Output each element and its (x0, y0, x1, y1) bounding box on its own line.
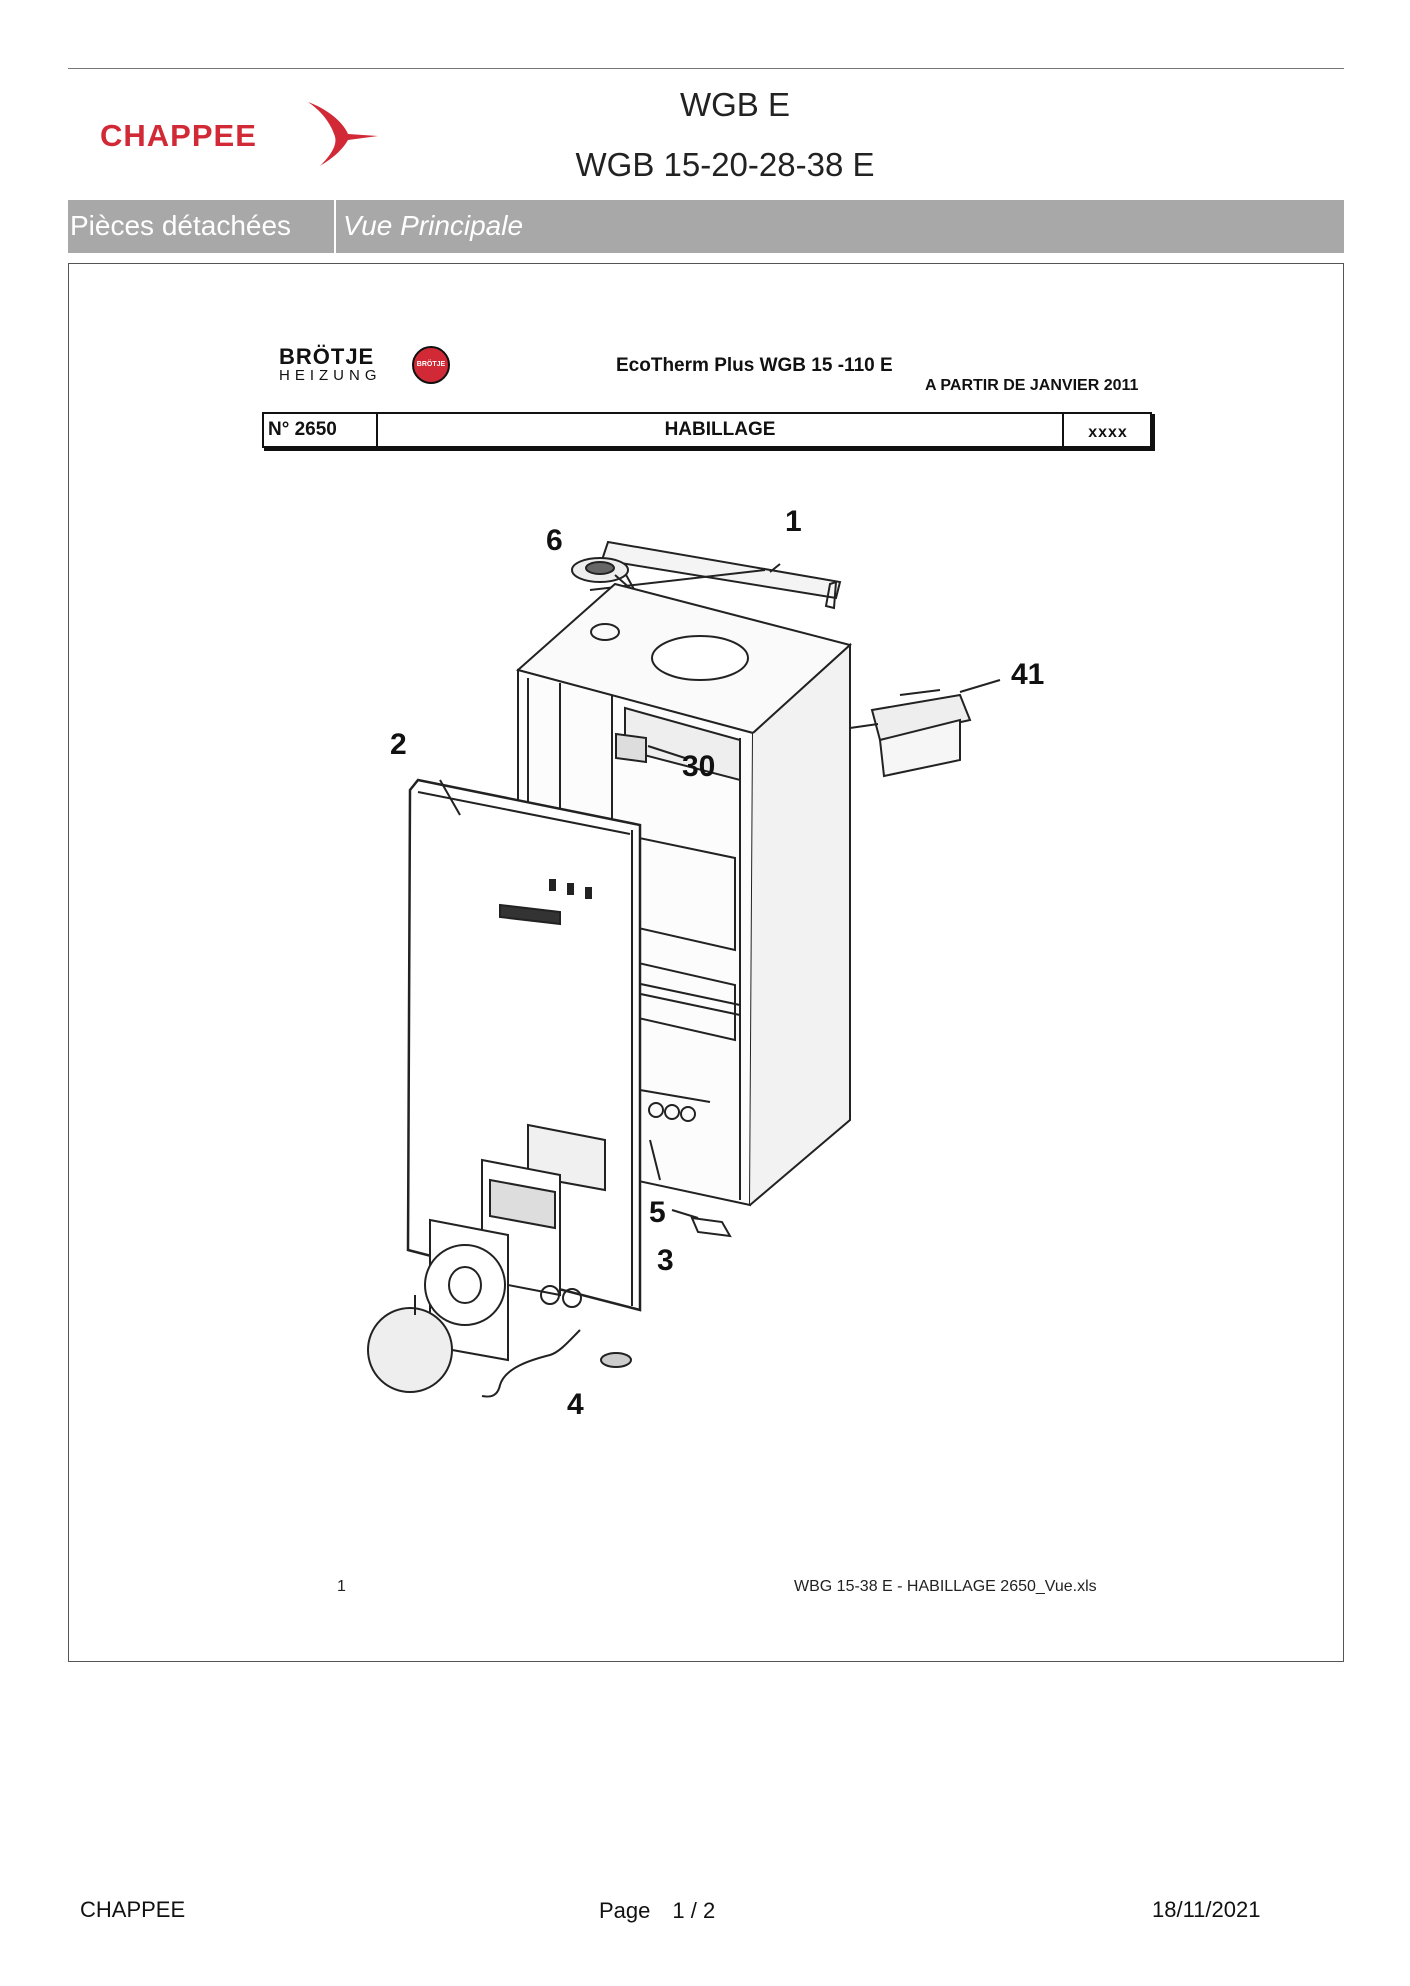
sheet-section-name: HABILLAGE (376, 414, 1064, 446)
callout-30: 30 (682, 750, 716, 783)
sheet-header-box: N° 2650 HABILLAGE xxxx (262, 412, 1152, 448)
brotje-logo: BRÖTJE HEIZUNG BRÖTJE (279, 346, 453, 388)
callout-3: 3 (657, 1244, 674, 1277)
footer-page-total: 2 (703, 1898, 716, 1923)
footer-date: 18/11/2021 (1152, 1897, 1261, 1922)
callout-6: 6 (546, 524, 563, 557)
callout-41: 41 (1011, 658, 1045, 691)
callout-4: 4 (567, 1388, 584, 1421)
document-frame (68, 263, 1344, 1662)
sheet-page-number: 1 (337, 1578, 346, 1595)
callout-2: 2 (390, 728, 407, 761)
callout-5: 5 (649, 1196, 666, 1229)
sheet-number: N° 2650 (268, 419, 337, 440)
exploded-view-drawing: 1 6 41 2 30 5 3 4 (260, 480, 1160, 1460)
logo-text: CHAPPEE (100, 118, 257, 153)
page-title-line2: WGB 15-20-28-38 E (575, 146, 875, 183)
brand-name: BRÖTJE (279, 344, 375, 369)
chappee-logo: CHAPPEE (100, 100, 380, 170)
page-title-line1: WGB E (679, 86, 790, 123)
brand-disc-icon: BRÖTJE (412, 346, 450, 384)
section-bar-view: Vue Principale (343, 210, 524, 241)
logo-swoosh-icon (308, 102, 378, 166)
sheet-code: xxxx (1088, 424, 1128, 441)
brand-subtitle: HEIZUNG (279, 367, 382, 384)
footer-company: CHAPPEE (80, 1897, 186, 1922)
product-title: EcoTherm Plus WGB 15 -110 E (616, 355, 893, 376)
boiler-drawing-icon (367, 540, 1001, 1398)
footer-page-sep: / (690, 1898, 697, 1923)
top-rule (68, 68, 1344, 69)
brand-disc-label: BRÖTJE (416, 361, 446, 368)
date-note: A PARTIR DE JANVIER 2011 (925, 377, 1139, 394)
section-bar-label: Pièces détachées (70, 210, 292, 241)
header-shadow-right (1152, 414, 1155, 450)
callout-1: 1 (785, 505, 802, 538)
sheet-file-name: WBG 15-38 E - HABILLAGE 2650_Vue.xls (794, 1578, 1097, 1595)
section-bar-divider (334, 200, 336, 253)
footer-page-current: 1 (672, 1898, 685, 1923)
footer-pagination: Page 1 / 2 (599, 1898, 715, 1924)
section-bar (68, 200, 1344, 253)
footer-page-label: Page (599, 1898, 651, 1923)
header-shadow-bottom (264, 448, 1155, 451)
